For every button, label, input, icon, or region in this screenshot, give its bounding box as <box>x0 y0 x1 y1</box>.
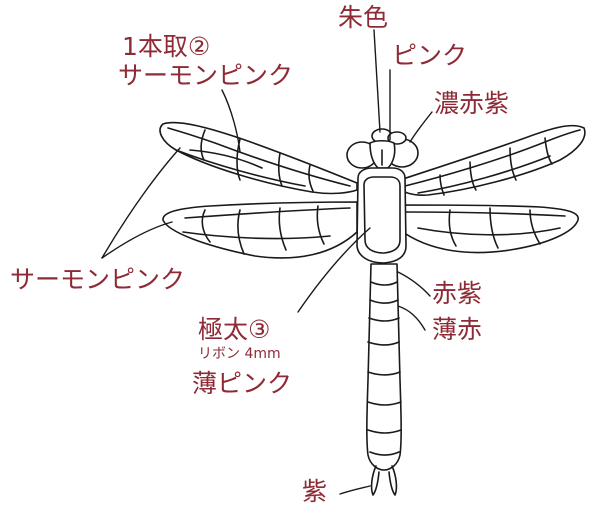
leader-wing-front <box>221 89 241 153</box>
leader-body-lower <box>397 305 426 331</box>
label-body-upper: 赤紫 <box>432 279 483 308</box>
leader-tail <box>339 485 371 495</box>
leader-lines <box>101 29 433 495</box>
label-head-mid: ピンク <box>392 41 468 70</box>
leader-wing-side-2 <box>101 221 173 259</box>
head <box>346 128 419 169</box>
label-wing-front-color: サーモンピンク <box>118 61 294 90</box>
right-forewing <box>399 124 586 196</box>
right-hindwing <box>399 204 579 254</box>
leader-head-top <box>373 29 381 133</box>
label-thorax-ribbon: リボン 4mm <box>198 346 281 362</box>
label-tail: 紫 <box>302 477 328 506</box>
leader-eye <box>409 111 433 143</box>
thorax <box>356 167 407 264</box>
label-body-lower: 薄赤 <box>432 315 483 344</box>
left-hindwing <box>162 201 358 259</box>
left-forewing <box>159 121 358 195</box>
label-thorax-weight: 極太③ <box>198 315 271 344</box>
leader-wing-side-1 <box>101 147 181 259</box>
label-head-top: 朱色 <box>338 3 389 32</box>
label-wing-front-weight: 1本取② <box>122 32 211 61</box>
leader-thorax <box>297 227 371 313</box>
leader-body-upper <box>397 271 431 297</box>
label-thorax-color: 薄ピンク <box>192 369 293 398</box>
label-eye: 濃赤紫 <box>434 89 510 118</box>
abdomen <box>366 263 402 496</box>
label-wing-side-color: サーモンピンク <box>10 265 186 294</box>
